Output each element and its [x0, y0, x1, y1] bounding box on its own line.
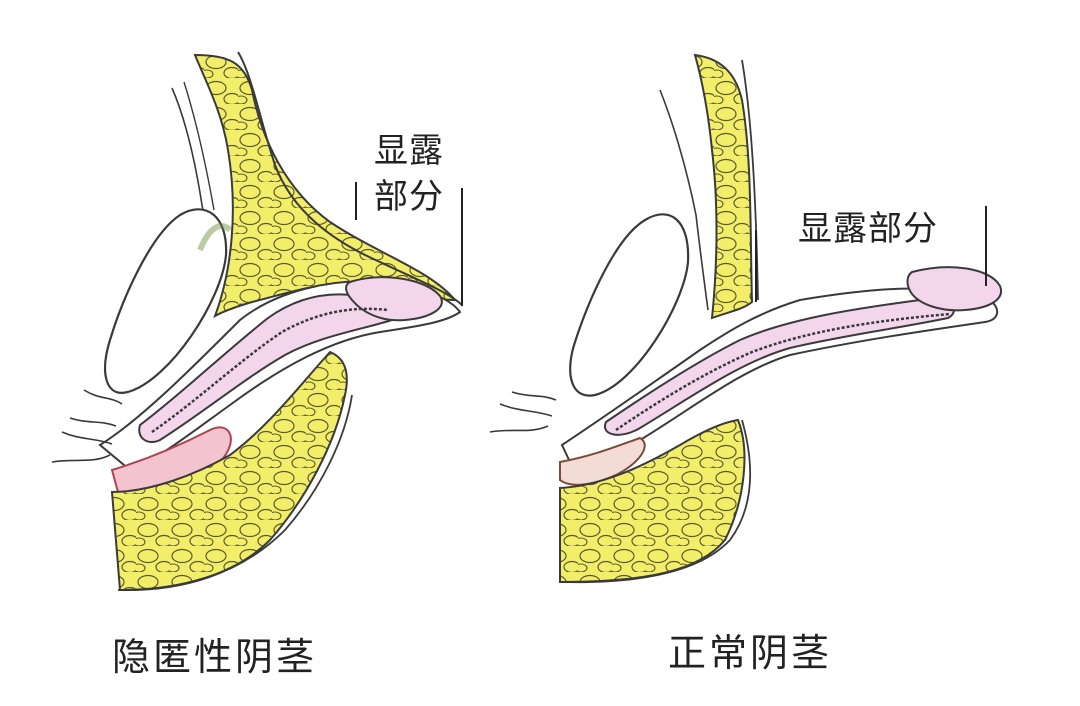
right-perineum-lines: [489, 391, 557, 433]
right-lower-tissue: [559, 436, 646, 486]
left-figure: [51, 51, 463, 592]
right-sheath: [560, 287, 999, 464]
right-corpus: [603, 298, 955, 436]
right-upper-fat: [693, 53, 754, 320]
left-pubic-bone: [104, 208, 228, 394]
left-sheath-outer: [98, 280, 462, 472]
right-figure: [489, 53, 1003, 584]
left-skin-upper: [237, 51, 463, 306]
left-exposed-label-line1: 显露: [374, 131, 444, 171]
left-exposed-label-line2: 部分: [374, 177, 444, 217]
right-caption: 正常阴茎: [668, 631, 833, 675]
left-perineum-lines: [51, 389, 123, 463]
left-caption: 隐匿性阴茎: [112, 635, 318, 679]
right-pubic-bone: [569, 213, 690, 397]
right-glans: [906, 266, 1003, 312]
right-exposed-label: 显露部分: [798, 209, 938, 249]
